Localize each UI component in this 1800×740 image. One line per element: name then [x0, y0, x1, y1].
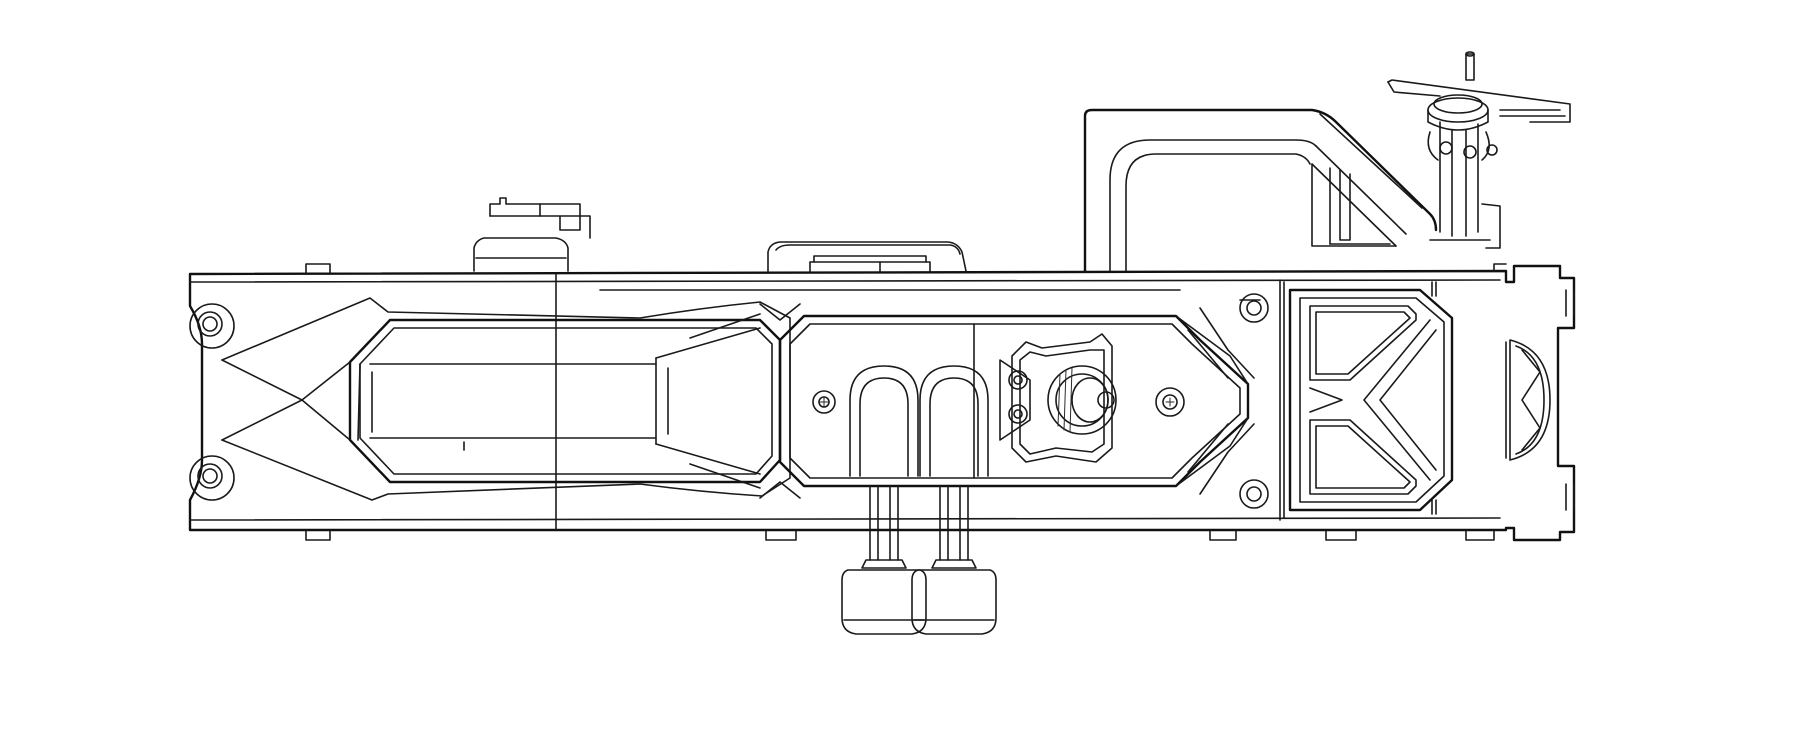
top-center-block — [767, 241, 967, 272]
top-handle — [1083, 108, 1438, 273]
left-mount-holes — [189, 303, 235, 501]
top-left-bracket — [473, 197, 591, 272]
right-end-cap — [1288, 281, 1575, 515]
thumb-screws — [841, 365, 997, 635]
knob-assembly — [999, 333, 1117, 463]
center-clamp-panel — [759, 293, 1269, 509]
rosette-mount — [1387, 51, 1571, 249]
left-hex-recess — [221, 297, 791, 501]
